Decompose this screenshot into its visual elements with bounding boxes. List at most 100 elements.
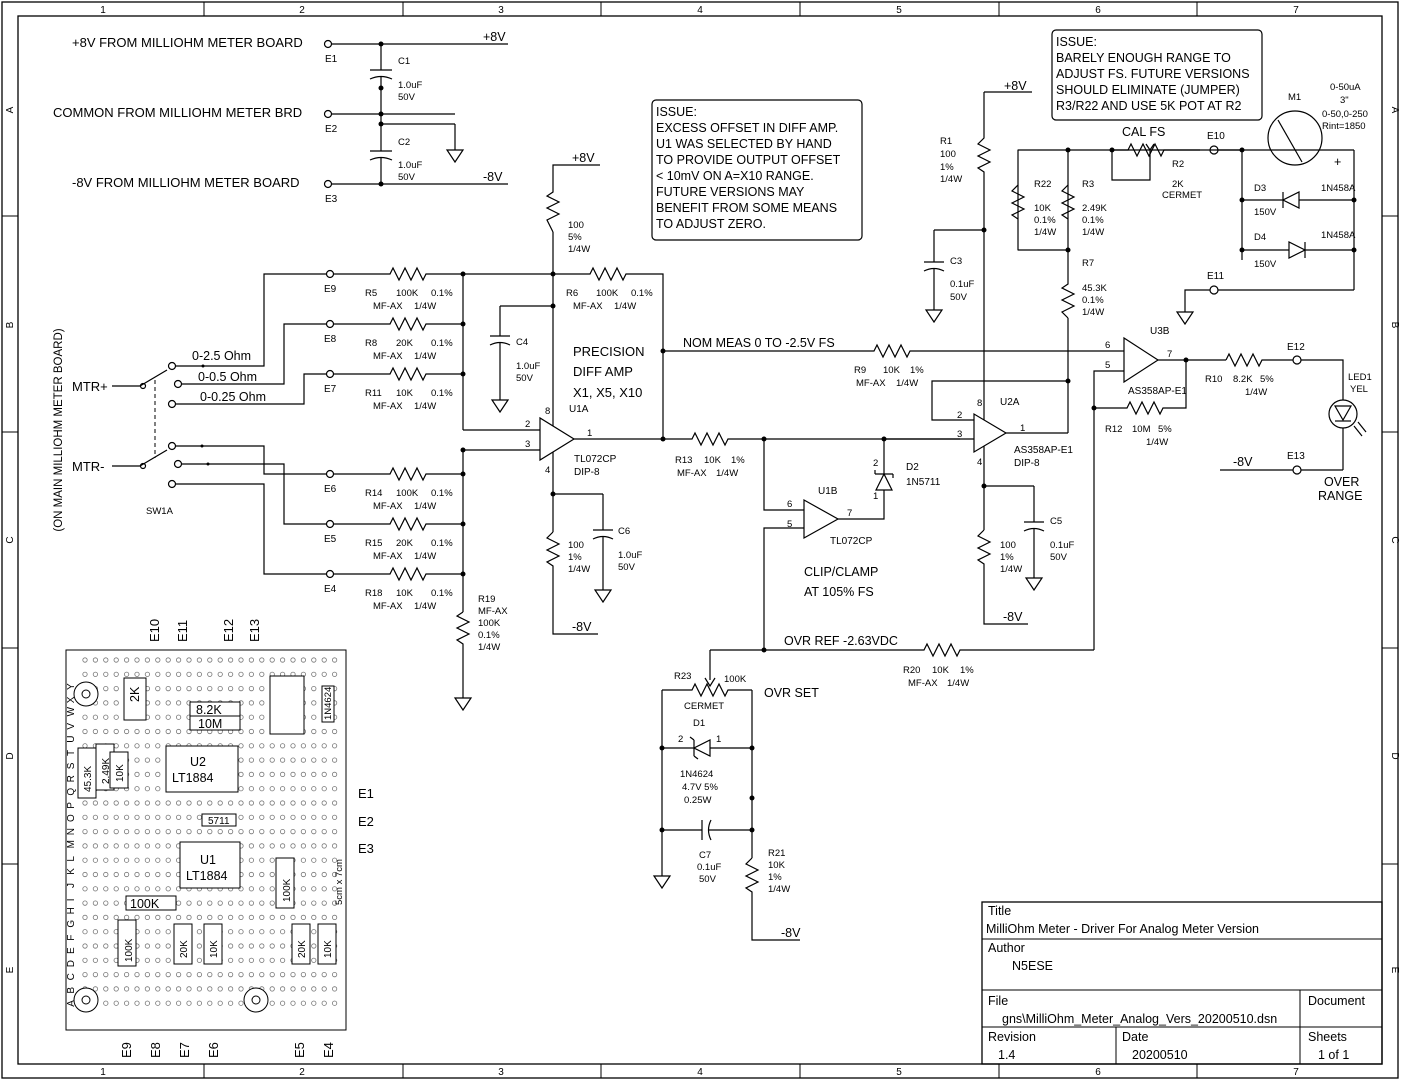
svg-text:D2: D2 [906,462,919,473]
svg-text:D4: D4 [1254,232,1266,243]
svg-text:R11: R11 [365,388,382,399]
pcb-pad [103,714,109,720]
pcb-pad [144,986,150,992]
pcb-pad [113,700,119,706]
pcb-pad [155,828,161,835]
pcb-pad [134,914,140,921]
svg-text:-8V: -8V [1233,455,1253,469]
svg-text:U1A: U1A [569,404,589,415]
svg-text:1N4624: 1N4624 [323,687,334,720]
svg-text:8.2K: 8.2K [1233,374,1253,385]
svg-text:SHOULD ELIMINATE (JUMPER): SHOULD ELIMINATE (JUMPER) [1056,83,1240,97]
svg-text:DIP-8: DIP-8 [1014,458,1040,469]
pcb-pad [279,786,286,792]
pcb-pad [186,657,192,663]
pcb-pad [238,757,244,763]
svg-text:E2: E2 [325,124,338,135]
svg-text:5%: 5% [568,232,582,243]
pcb-pad [269,957,275,963]
pcb-pad [144,929,150,935]
svg-text:1/4W: 1/4W [414,301,436,312]
pcb-pad [144,971,150,978]
pcb-pad [290,657,296,663]
pcb-pad [82,971,88,978]
pcb-pad [248,871,254,878]
svg-text:0.1%: 0.1% [478,630,500,641]
pcb-pad [186,685,192,692]
pcb-pad [269,857,275,863]
svg-text:10K: 10K [768,860,786,871]
pcb-pad [259,700,265,706]
pcb-pad [238,771,244,778]
pcb-pad [82,814,88,820]
svg-text:MilliOhm Meter - Driver For An: MilliOhm Meter - Driver For Analog Meter… [986,922,1259,936]
pcb-pad [113,857,119,863]
pcb-row-letter: E [66,947,77,954]
pcb-pad [279,814,286,820]
pcb-pad [300,657,306,663]
pcb-pad [238,800,244,806]
svg-text:1/4W: 1/4W [478,642,500,653]
pcb-pad [103,843,109,849]
svg-text:0.1uF: 0.1uF [697,862,721,873]
pcb-pad [300,900,306,906]
svg-text:1/4W: 1/4W [940,174,962,185]
pcb-pad [228,914,234,921]
issue-note-1: ISSUE: EXCESS OFFSET IN DIFF AMP. U1 WAS… [651,99,863,241]
pcb-pad [186,1000,192,1006]
pcb-pad [165,728,171,735]
svg-text:E10: E10 [1207,131,1225,142]
pcb-pad [144,757,150,763]
pcb-row-letter: D [66,960,77,967]
pcb-pad [269,786,275,792]
pcb-pad [311,814,317,820]
svg-text:100: 100 [1000,540,1016,551]
pcb-pad [144,828,150,835]
pcb-pad [155,986,161,992]
pcb-pad [248,943,254,949]
pcb-pad [134,871,140,878]
svg-text:1%: 1% [910,365,924,376]
svg-text:MF-AX: MF-AX [677,468,707,479]
pcb-pad [259,743,265,749]
svg-text:3: 3 [525,439,530,450]
pcb-pad [176,671,182,677]
pcb-pad [269,743,275,749]
col-label: 5 [896,1067,902,1078]
pcb-pad [92,886,99,892]
row-label: E [1389,967,1400,974]
svg-text:1/4W: 1/4W [614,301,636,312]
pcb-pad [113,657,119,663]
pcb-pad [113,986,119,992]
pcb-pad [82,800,88,806]
pcb-pad [248,828,254,835]
pcb-pad [331,871,338,878]
svg-text:File: File [988,994,1008,1008]
pcb-pad [155,685,161,692]
svg-text:20K: 20K [396,538,414,549]
pcb-pad [92,986,99,992]
svg-text:E3: E3 [325,194,338,205]
pcb-pad [311,700,317,706]
pcb-pad [321,971,327,978]
pcb-pad [103,828,109,835]
svg-text:BENEFIT FROM SOME MEANS: BENEFIT FROM SOME MEANS [656,201,837,215]
pcb-pad [92,814,99,820]
svg-text:R9: R9 [854,365,866,376]
svg-text:150V: 150V [1254,259,1277,270]
pcb-pad [155,814,161,820]
pcb-pad [124,671,130,677]
pcb-pad [279,914,286,921]
pcb-pad [321,843,327,849]
pcb-pad [321,871,327,878]
pcb-pad [196,1000,202,1006]
pcb-pad [82,671,88,677]
svg-text:C6: C6 [618,526,630,537]
pcb-pad [311,900,317,906]
pcb-pad [207,971,213,978]
pcb-row-letter: S [66,762,77,769]
pcb-pad [144,671,150,677]
side-label: (ON MAIN MILLIOHM METER BOARD) [53,328,65,531]
pcb-pad [279,743,286,749]
